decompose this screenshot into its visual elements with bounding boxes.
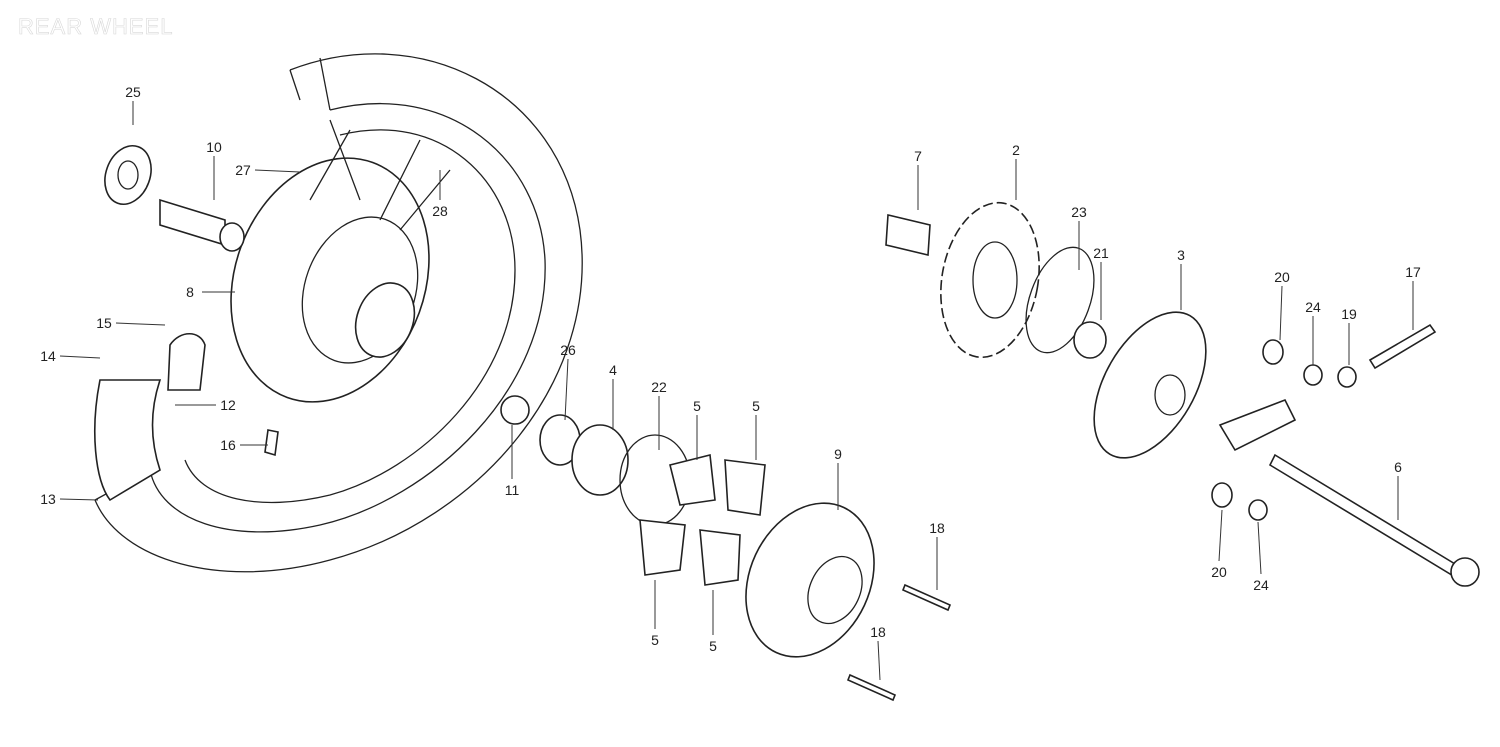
callout-part-24: 24 (1253, 577, 1269, 593)
callout-part-14: 14 (40, 348, 56, 364)
diagram-title: REAR WHEEL (18, 14, 174, 40)
callout-part-28: 28 (432, 203, 448, 219)
callout-part-5: 5 (709, 638, 717, 654)
axle-sleeve-and-bearing (104, 145, 279, 457)
callout-part-17: 17 (1405, 264, 1421, 280)
sprocket-assembly (885, 201, 1480, 587)
leader-line (1257, 521, 1262, 575)
callout-part-7: 7 (914, 148, 922, 164)
brake-assembly (500, 395, 952, 702)
callout-part-21: 21 (1093, 245, 1109, 261)
leader-line (1279, 285, 1283, 341)
callout-part-5: 5 (693, 398, 701, 414)
callout-part-2: 2 (1012, 142, 1020, 158)
leader-line (59, 355, 101, 359)
callout-labels: 25 10 27 28 8 15 14 12 16 13 26 4 22 5 5 11 9 5 5 18 18 7 2 23 2… (40, 84, 1421, 681)
callout-part-25: 25 (125, 84, 141, 100)
callout-part-6: 6 (1394, 459, 1402, 475)
leader-line (115, 322, 166, 326)
leader-line (59, 498, 99, 501)
leader-line (564, 358, 569, 421)
leader-line (1218, 509, 1223, 562)
callout-part-5: 5 (752, 398, 760, 414)
callout-part-19: 19 (1341, 306, 1357, 322)
callout-part-11: 11 (505, 482, 520, 498)
callout-part-5: 5 (651, 632, 659, 648)
callout-part-18: 18 (870, 624, 886, 640)
callout-part-20: 20 (1211, 564, 1227, 580)
leader-line (877, 640, 881, 681)
rear-tire (94, 53, 583, 573)
callout-part-9: 9 (834, 446, 842, 462)
callout-part-4: 4 (609, 362, 617, 378)
callout-part-24: 24 (1305, 299, 1321, 315)
callout-part-10: 10 (206, 139, 222, 155)
leader-line (254, 169, 301, 173)
callout-part-26: 26 (560, 342, 576, 358)
callout-part-3: 3 (1177, 247, 1185, 263)
callout-part-20: 20 (1274, 269, 1290, 285)
callout-part-27: 27 (235, 162, 251, 178)
callout-part-13: 13 (40, 491, 56, 507)
callout-part-16: 16 (220, 437, 236, 453)
callout-part-12: 12 (220, 397, 236, 413)
callout-part-15: 15 (96, 315, 112, 331)
callout-part-22: 22 (651, 379, 667, 395)
callout-part-8: 8 (186, 284, 194, 300)
callout-part-18: 18 (929, 520, 945, 536)
callout-part-23: 23 (1071, 204, 1087, 220)
